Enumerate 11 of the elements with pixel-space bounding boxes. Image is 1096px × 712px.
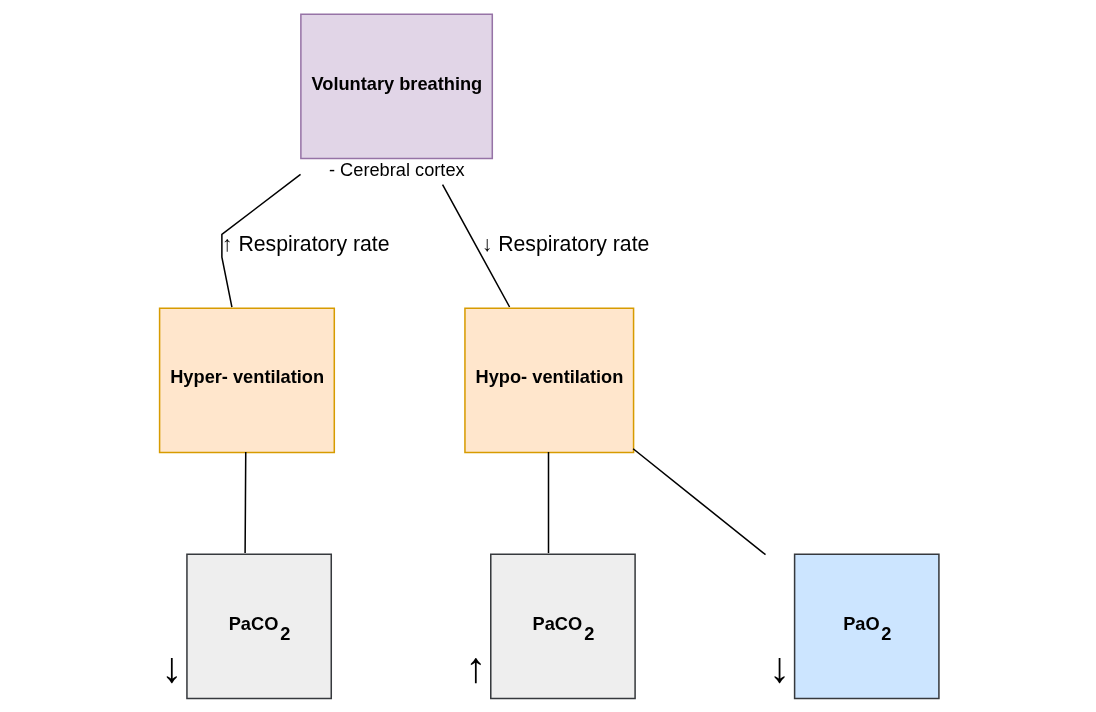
connector (547, 451, 549, 554)
connector (220, 173, 301, 308)
node-label: ↓ (768, 643, 790, 692)
connector (441, 183, 510, 308)
edge-label: ↓ Respiratory rate (481, 232, 649, 257)
node-label: ↑ (464, 643, 486, 692)
node-label: - Cerebral cortex (328, 160, 465, 181)
connector (243, 451, 246, 554)
edge-label: ↑ Respiratory rate (221, 232, 390, 257)
node-label: ↓ (160, 643, 182, 692)
connector (631, 448, 766, 556)
